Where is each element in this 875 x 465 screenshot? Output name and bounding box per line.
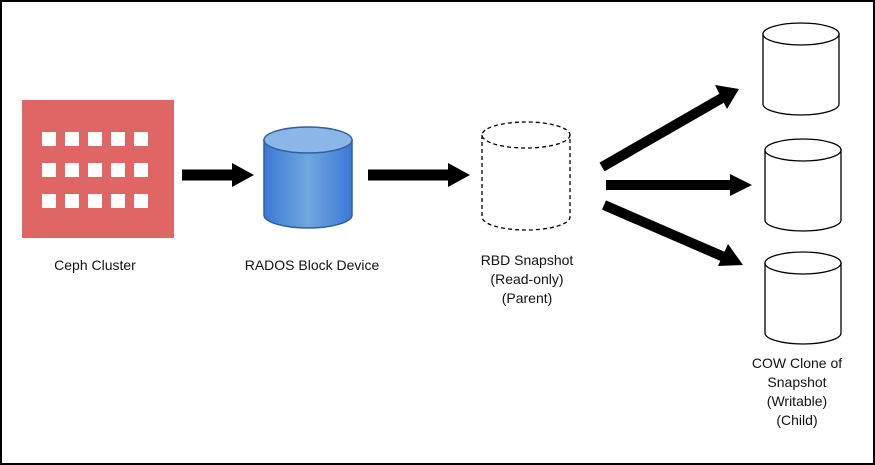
cluster-node-square (42, 194, 56, 208)
cluster-node-square (42, 163, 56, 177)
rbd-snapshot-label: RBD Snapshot (Read-only) (Parent) (457, 251, 597, 308)
rados-block-device-label-text: RADOS Block Device (244, 257, 380, 273)
rbd-snapshot-label-line: RBD Snapshot (480, 252, 574, 268)
cluster-node-square (88, 132, 102, 146)
cluster-node-square (65, 163, 79, 177)
cluster-node-square (111, 194, 125, 208)
cow-clone-3-icon (764, 251, 842, 345)
cluster-node-square (88, 163, 102, 177)
cow-clone-2-icon (764, 138, 842, 232)
cow-clone-label-line: (Child) (776, 412, 818, 428)
rbd-snapshot-label-line: (Read-only) (490, 271, 564, 287)
cluster-node-square (65, 194, 79, 208)
cluster-node-square (134, 194, 148, 208)
cluster-node-square (111, 132, 125, 146)
cow-clone-label-line: Snapshot (767, 374, 827, 390)
cow-clone-label: COW Clone of Snapshot (Writable) (Child) (732, 354, 862, 430)
cow-clone-label-line: COW Clone of (751, 355, 843, 371)
ceph-cluster-icon (22, 100, 174, 238)
arrow-snapshot-to-clone-3 (602, 200, 743, 266)
cluster-node-square (65, 132, 79, 146)
rados-block-device-icon (263, 126, 353, 229)
arrow-rados-to-snapshot (368, 163, 470, 187)
cow-clone-label-line: (Writable) (766, 393, 828, 409)
arrow-ceph-to-rados (182, 163, 254, 187)
cluster-node-square (134, 163, 148, 177)
cluster-node-square (134, 132, 148, 146)
rbd-snapshot-label-line: (Parent) (501, 290, 553, 306)
cow-clone-1-icon (762, 22, 840, 116)
arrow-snapshot-to-clone-2 (606, 174, 752, 196)
ceph-cluster-label-text: Ceph Cluster (54, 257, 136, 273)
rbd-snapshot-icon (481, 121, 571, 231)
cluster-node-square (111, 163, 125, 177)
cluster-node-square (88, 194, 102, 208)
arrow-snapshot-to-clone-1 (599, 85, 739, 172)
cluster-node-square (42, 132, 56, 146)
rados-block-device-label: RADOS Block Device (227, 256, 397, 275)
ceph-cluster-label: Ceph Cluster (35, 256, 155, 275)
